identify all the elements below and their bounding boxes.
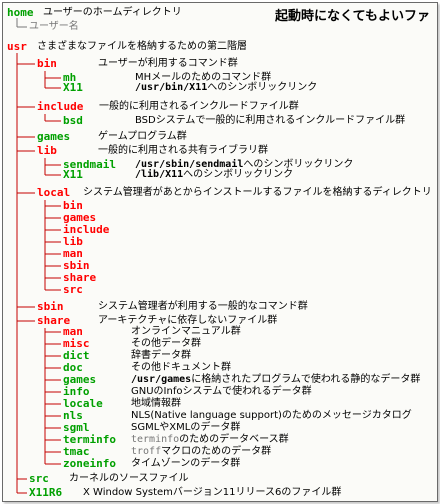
node-desc: SGMLやXMLのデータ群 <box>131 422 241 433</box>
node-desc: オンラインマニュアル群 <box>131 326 241 337</box>
node-name: sgml <box>63 421 90 434</box>
node-name: dict <box>63 349 90 362</box>
tree-lines <box>16 18 61 494</box>
node-name: info <box>63 385 90 398</box>
node-name: sbin <box>63 259 90 272</box>
node-name: zoneinfo <box>63 457 116 470</box>
node-name: usr <box>7 40 27 53</box>
node-name: locale <box>63 397 103 410</box>
node-desc: 一般的に利用される共有ライブラリ群 <box>98 145 268 156</box>
node-desc: 一般的に利用されるインクルードファイル群 <box>99 101 299 112</box>
node-name: src <box>29 472 49 485</box>
node-name: local <box>37 186 71 199</box>
node-desc: terminfoのためのデータベース群 <box>131 434 289 445</box>
node-name: ユーザー名 <box>29 21 79 32</box>
node-name: bin <box>37 57 57 70</box>
node-name: sendmail <box>63 158 116 171</box>
node-name: terminfo <box>63 433 116 446</box>
node-name: lib <box>37 144 57 157</box>
node-name: include <box>63 223 110 236</box>
node-name: share <box>37 314 71 327</box>
node-name: games <box>63 211 97 224</box>
node-desc: /usr/gamesに格納されたプログラムで使われる静的なデータ群 <box>131 374 421 385</box>
node-name: doc <box>63 361 83 374</box>
node-desc: NLS(Native language support)のためのメッセージカタロ… <box>131 410 412 421</box>
node-desc: GNUのInfoシステムで使われるデータ群 <box>131 386 312 397</box>
node-desc: X Window Systemバージョン11リリース6のファイル群 <box>83 487 342 498</box>
node-desc: システム管理者があとからインストールするファイルを格納するディレクトリ <box>83 187 432 198</box>
node-desc: /usr/sbin/sendmailへのシンボリックリンク <box>135 159 354 170</box>
node-desc: /lib/X11へのシンボリックリンク <box>135 169 294 180</box>
node-name: include <box>37 100 84 113</box>
node-name: misc <box>63 337 90 350</box>
node-desc: アーキテクチャに依存しないファイル群 <box>98 315 278 326</box>
node-desc: BSDシステムで一般的に利用されるインクルードファイル群 <box>135 115 406 126</box>
node-name: X11 <box>63 81 83 94</box>
diagram-title: 起動時になくてもよいファ <box>275 9 430 24</box>
node-desc: troffマクロのためのデータ群 <box>131 446 272 457</box>
node-name: bin <box>63 199 83 212</box>
node-name: lib <box>63 235 83 248</box>
node-desc: タイムゾーンのデータ群 <box>131 458 241 469</box>
node-desc: 辞書データ群 <box>131 350 191 361</box>
node-name: games <box>37 130 71 143</box>
node-name: man <box>63 325 83 338</box>
node-name: home <box>7 6 34 19</box>
node-desc: MHメールのためのコマンド群 <box>135 72 272 83</box>
node-desc: その他データ群 <box>131 338 201 349</box>
node-desc: カーネルのソースファイル <box>69 473 189 484</box>
node-desc: 地域情報群 <box>131 398 181 409</box>
node-name: X11 <box>63 168 83 181</box>
node-name: sbin <box>37 300 64 313</box>
node-desc: /usr/bin/X11へのシンボリックリンク <box>135 82 318 93</box>
node-desc: ゲームプログラム群 <box>98 131 187 142</box>
node-name: mh <box>63 71 77 84</box>
node-name: bsd <box>63 114 83 127</box>
node-name: share <box>63 271 97 284</box>
node-name: src <box>63 283 83 296</box>
node-name: games <box>63 373 97 386</box>
node-name: X11R6 <box>29 486 63 499</box>
node-desc: その他ドキュメント群 <box>131 362 231 373</box>
node-name: man <box>63 247 83 260</box>
node-desc: さまざまなファイルを格納するための第二階層 <box>37 41 247 52</box>
node-desc: ユーザーのホームディレクトリ <box>43 7 182 18</box>
node-desc: ユーザーが利用するコマンド群 <box>98 58 238 69</box>
node-name: nls <box>63 409 83 422</box>
node-desc: システム管理者が利用する一般的なコマンド群 <box>98 301 308 312</box>
node-name: tmac <box>63 445 90 458</box>
